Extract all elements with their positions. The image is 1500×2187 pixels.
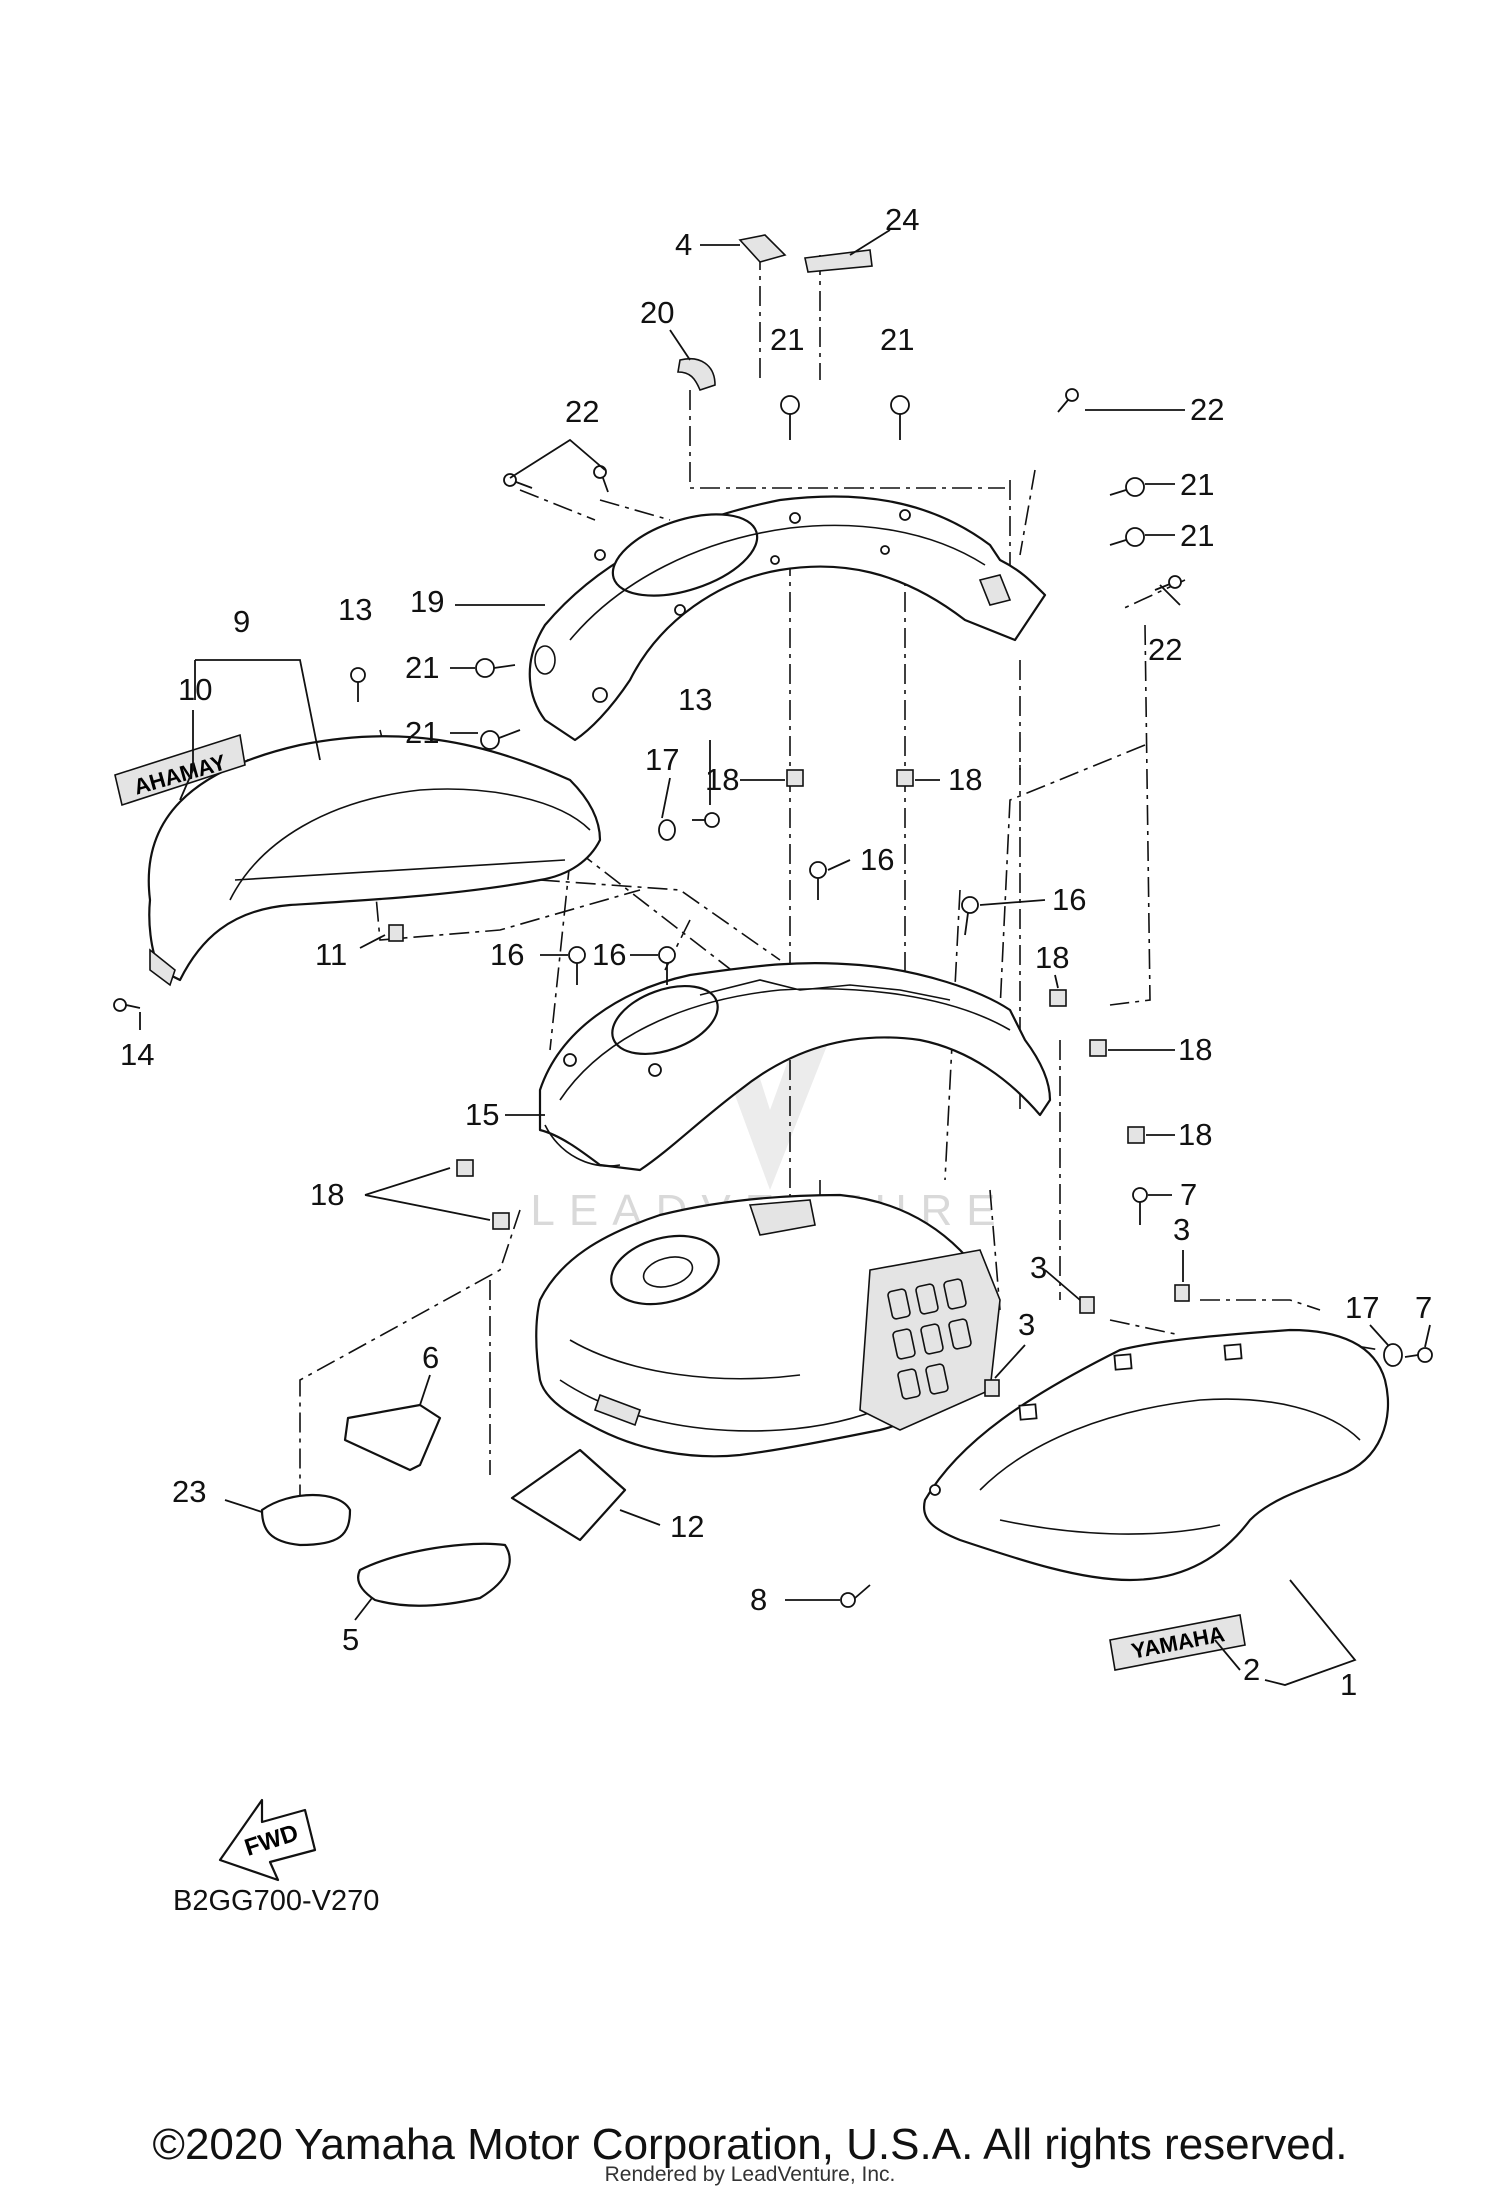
callout-8: 8 <box>750 1582 767 1617</box>
callout-7a: 7 <box>1180 1177 1197 1212</box>
cap-4 <box>738 234 787 263</box>
callout-14: 14 <box>120 1037 154 1072</box>
screw-16c <box>568 946 586 985</box>
callout-22c: 22 <box>1148 632 1182 667</box>
callout-17b: 17 <box>1345 1290 1379 1325</box>
callout-3b: 3 <box>1173 1212 1190 1247</box>
pad-23 <box>260 1494 352 1547</box>
bolt-21e <box>475 658 516 678</box>
strip-24 <box>804 249 873 273</box>
callout-4: 4 <box>675 227 692 262</box>
callout-24: 24 <box>885 202 919 237</box>
callout-6: 6 <box>422 1340 439 1375</box>
copyright-notice: ©2020 Yamaha Motor Corporation, U.S.A. A… <box>152 2120 1348 2169</box>
callout-1: 1 <box>1340 1667 1357 1702</box>
pads <box>260 1403 627 1607</box>
callout-20: 20 <box>640 295 674 330</box>
nut-18a <box>786 769 804 787</box>
nut-18b <box>896 769 914 787</box>
callout-18f: 18 <box>310 1177 344 1212</box>
callouts: 1 2 3 3 3 4 5 6 7 7 8 9 10 11 12 13 13 1… <box>120 202 1432 1702</box>
pin-14 <box>113 998 141 1012</box>
callout-13a: 13 <box>338 592 372 627</box>
bolt-13b <box>692 812 720 828</box>
rendered-by-notice: Rendered by LeadVenture, Inc. <box>604 2163 896 2186</box>
callout-17a: 17 <box>645 742 679 777</box>
callout-15: 15 <box>465 1097 499 1132</box>
callout-3c: 3 <box>1018 1307 1035 1342</box>
fwd-arrow: FWD <box>218 1798 317 1882</box>
callout-2: 2 <box>1243 1652 1260 1687</box>
callout-21f: 21 <box>405 715 439 750</box>
callout-21b: 21 <box>880 322 914 357</box>
clip-11 <box>388 924 404 942</box>
screw-16d <box>658 946 676 985</box>
callout-21d: 21 <box>1180 518 1214 553</box>
inner-panel <box>538 961 1052 1172</box>
callout-5: 5 <box>342 1622 359 1657</box>
callout-16b: 16 <box>1052 882 1086 917</box>
callout-16c: 16 <box>490 937 524 972</box>
clip-3c <box>984 1379 1000 1397</box>
side-cover-right <box>922 1328 1390 1582</box>
diagram-code: B2GG700-V270 <box>173 1885 379 1917</box>
tank-vent-slots <box>887 1278 972 1400</box>
callout-23: 23 <box>172 1474 206 1509</box>
callout-21c: 21 <box>1180 467 1214 502</box>
washer-17b <box>1383 1343 1403 1367</box>
screw-22c <box>1057 388 1079 413</box>
screw-22b <box>593 465 609 493</box>
screw-16a <box>809 861 827 900</box>
callout-21e: 21 <box>405 650 439 685</box>
callout-18e: 18 <box>1178 1117 1212 1152</box>
top-cover <box>528 495 1047 742</box>
bolt-21c <box>1109 477 1145 497</box>
callout-18b: 18 <box>948 762 982 797</box>
bolt-13a <box>350 667 366 702</box>
pad-6 <box>343 1403 442 1472</box>
nut-18f <box>456 1159 474 1177</box>
leader-lines <box>139 229 1431 1686</box>
screw-22a <box>503 473 533 489</box>
washer-17a <box>658 819 676 841</box>
callout-22a: 22 <box>565 394 599 429</box>
clip-20 <box>677 358 716 391</box>
nut-18e <box>1127 1126 1145 1144</box>
bolt-8 <box>840 1584 871 1608</box>
pad-5 <box>357 1542 511 1607</box>
callout-16a: 16 <box>860 842 894 877</box>
nut-18d <box>1089 1039 1107 1057</box>
callout-11: 11 <box>315 937 347 972</box>
clip-3a <box>1079 1296 1095 1314</box>
side-cover-left <box>147 735 602 987</box>
bolt-21d <box>1109 527 1145 547</box>
callout-19: 19 <box>410 584 444 619</box>
clip-3b <box>1174 1284 1190 1302</box>
fuel-tank <box>535 1193 1001 1458</box>
bolt-21f <box>480 729 521 750</box>
callout-21a: 21 <box>770 322 804 357</box>
callout-10: 10 <box>178 672 212 707</box>
callout-13b: 13 <box>678 682 712 717</box>
callout-18a: 18 <box>705 762 739 797</box>
bolt-21b <box>890 395 910 440</box>
nut-18g <box>492 1212 510 1230</box>
bolt-7a <box>1132 1187 1148 1225</box>
pad-12 <box>510 1448 627 1542</box>
callout-3a: 3 <box>1030 1250 1047 1285</box>
callout-18c: 18 <box>1035 940 1069 975</box>
callout-7b: 7 <box>1415 1290 1432 1325</box>
decal-right: YAMAHA <box>1109 1614 1246 1671</box>
callout-18d: 18 <box>1178 1032 1212 1067</box>
callout-22b: 22 <box>1190 392 1224 427</box>
callout-16d: 16 <box>592 937 626 972</box>
bolt-7b <box>1404 1347 1433 1363</box>
callout-9: 9 <box>233 604 250 639</box>
nut-18c <box>1049 989 1067 1007</box>
bolt-21a <box>780 395 800 440</box>
callout-12: 12 <box>670 1509 704 1544</box>
screw-16b <box>961 896 979 936</box>
